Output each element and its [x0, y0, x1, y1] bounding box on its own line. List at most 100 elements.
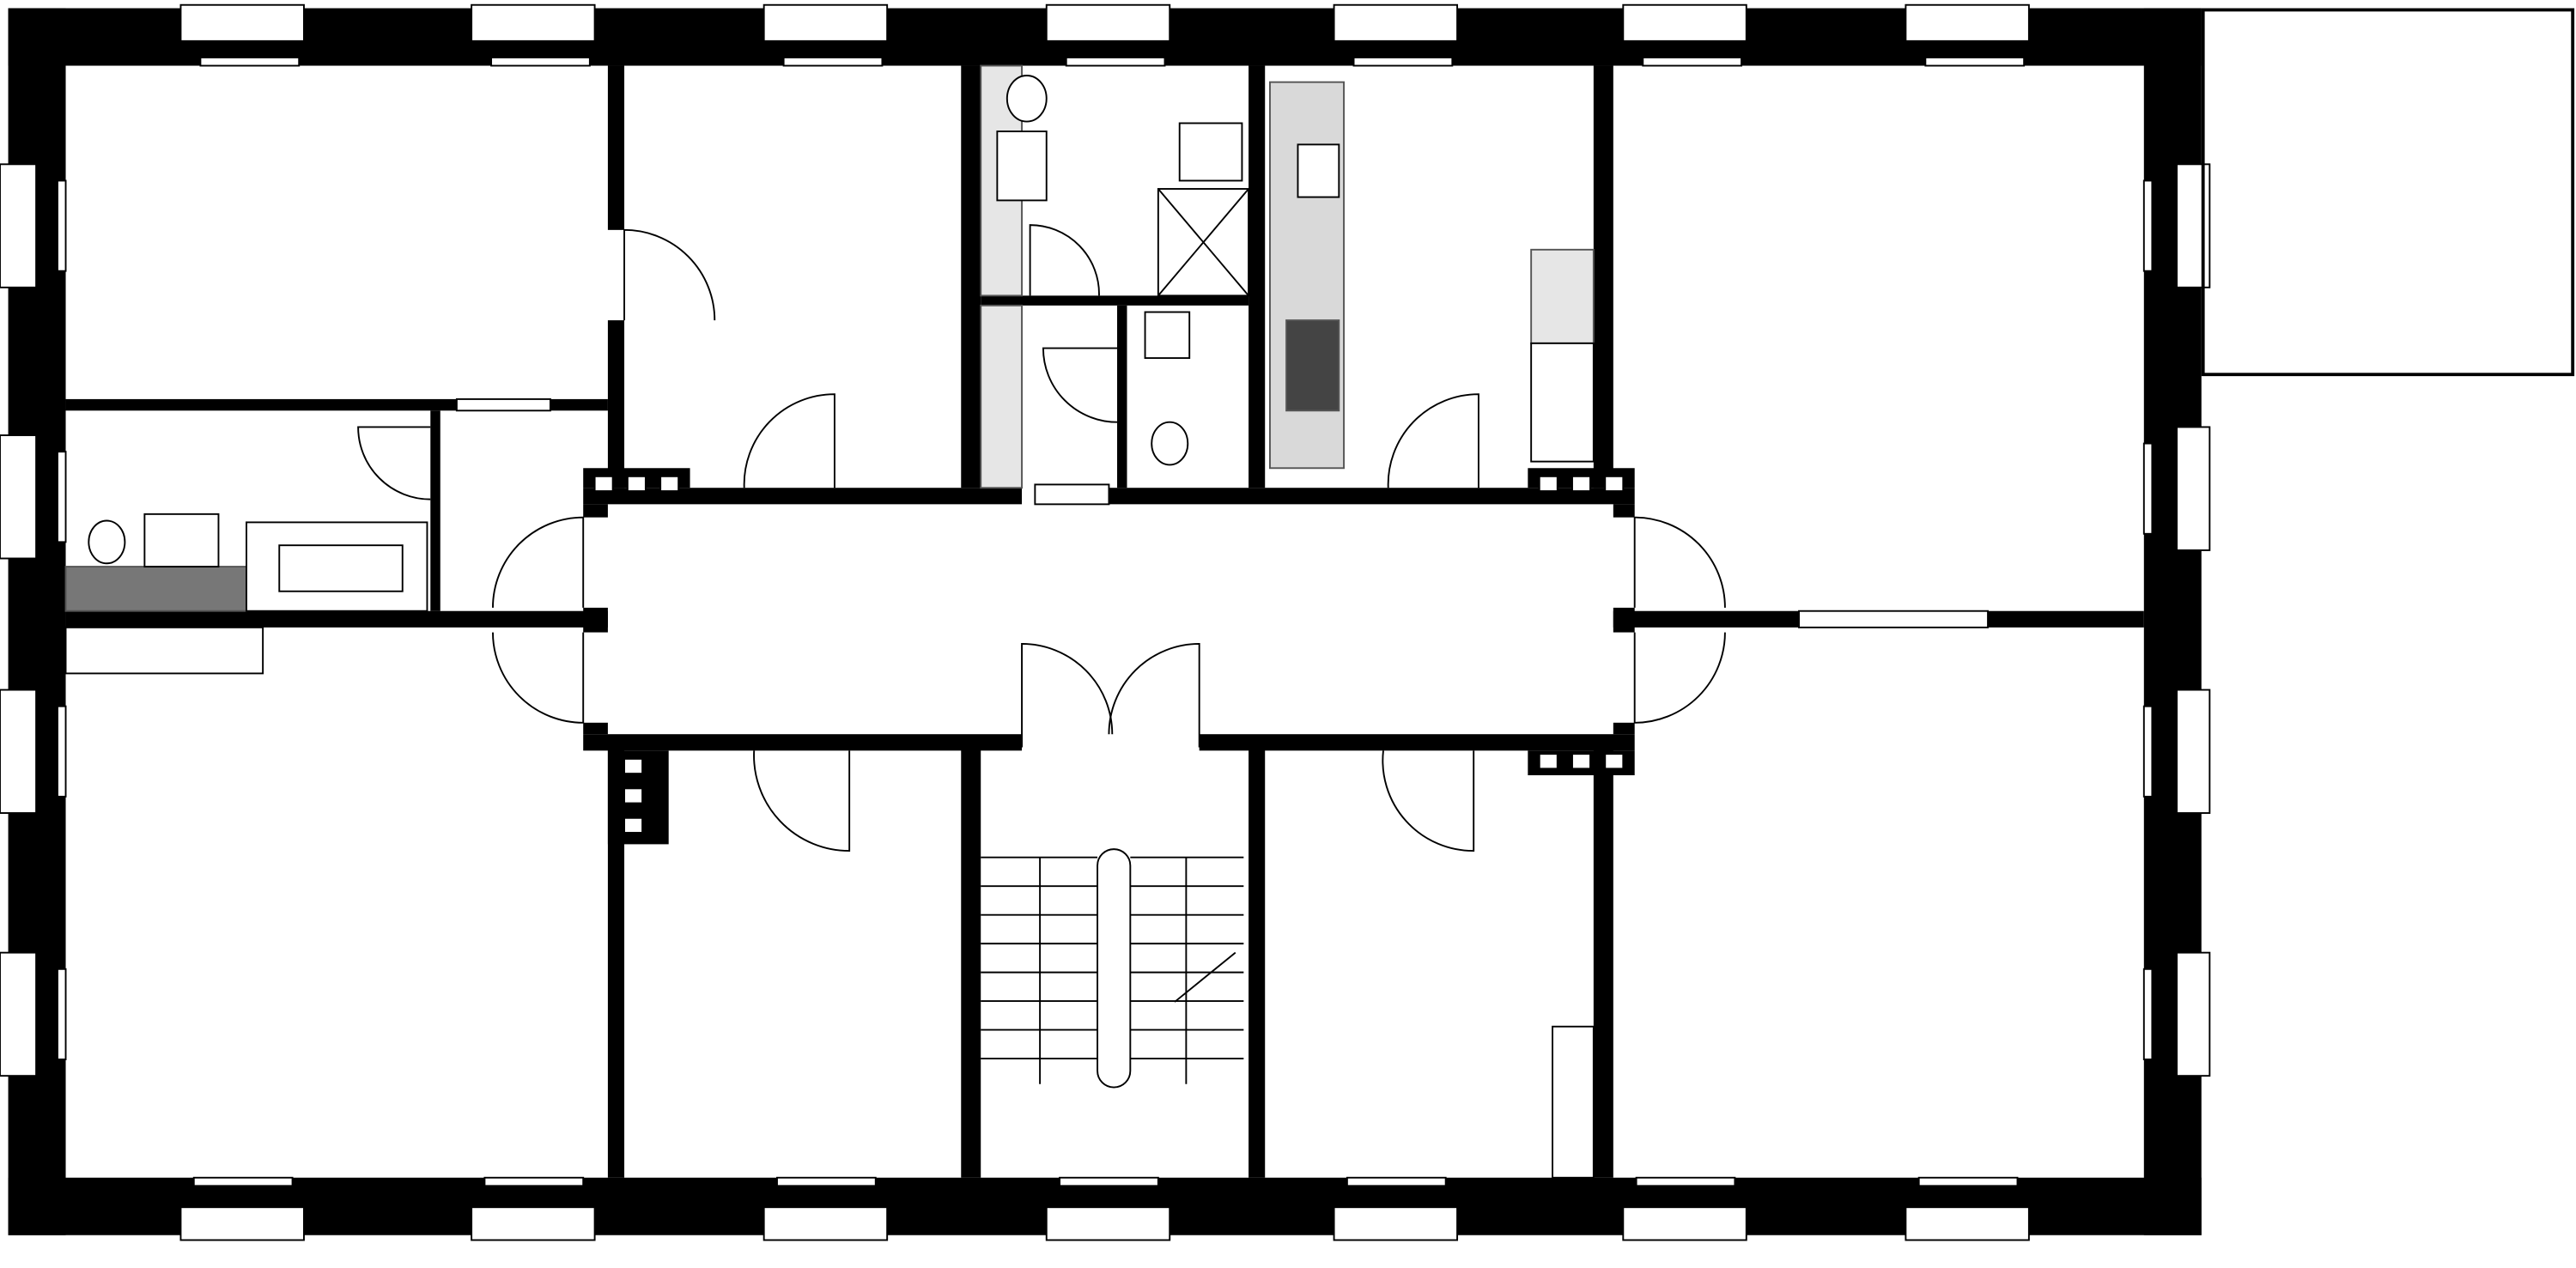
door-swing	[753, 750, 851, 852]
radiator-top	[199, 57, 301, 67]
window-bottom	[762, 1206, 889, 1241]
window-left	[0, 689, 38, 814]
shaft-opening	[623, 787, 644, 804]
interior-wall	[583, 504, 608, 518]
bath-washbasin	[143, 513, 220, 568]
window-left	[0, 951, 38, 1077]
cooktop	[1285, 319, 1340, 412]
doors	[357, 224, 1726, 852]
wc-toilet	[1151, 421, 1189, 466]
shaft-opening	[623, 757, 644, 775]
door-swing	[1387, 393, 1479, 488]
shaft-opening	[1604, 753, 1625, 770]
radiator-right	[2142, 179, 2154, 272]
radiator-right	[2142, 705, 2154, 798]
interior-wall	[65, 610, 608, 628]
radiator-right	[2142, 442, 2154, 535]
interior-wall	[1613, 504, 1635, 518]
window-top	[762, 3, 889, 42]
window-bottom	[1622, 1206, 1747, 1241]
radiator-bottom	[1917, 1176, 2019, 1187]
window-bottom	[1045, 1206, 1171, 1241]
window-top	[471, 3, 596, 42]
interior-wall	[583, 734, 1023, 751]
window-top	[179, 3, 305, 42]
interior-wall	[65, 398, 457, 411]
interior-wall	[961, 65, 981, 488]
interior-wall	[550, 398, 608, 411]
kitchen-sink	[1297, 143, 1340, 198]
window-bottom	[1905, 1206, 2030, 1241]
radiator-left	[57, 705, 67, 798]
interior-wall	[1613, 722, 1635, 735]
shaft-opening	[1538, 475, 1558, 493]
kitchen-cabinet	[1530, 342, 1595, 463]
fixtures	[64, 64, 1595, 1179]
shower-drain-lines	[1157, 188, 1249, 296]
interior-wall	[430, 410, 440, 611]
interior-wall	[607, 747, 625, 1178]
toilet	[1005, 75, 1048, 123]
window-top	[1045, 3, 1171, 42]
window-right	[2176, 689, 2211, 814]
doorway-threshold	[1034, 483, 1110, 506]
radiator-bottom	[483, 1176, 585, 1187]
radiator-bottom	[192, 1176, 294, 1187]
radiator-left	[57, 968, 67, 1060]
shaft-opening	[659, 475, 680, 493]
radiator-top	[1642, 57, 1743, 67]
sliding-door	[1798, 610, 1990, 628]
washbasin	[996, 130, 1048, 202]
shaft-opening	[626, 475, 647, 493]
door-swing	[1108, 643, 1200, 748]
door-swing	[743, 393, 835, 488]
interior-wall	[961, 747, 981, 1178]
interior-wall	[1109, 488, 1635, 505]
window-top	[1622, 3, 1747, 42]
window-right	[2176, 951, 2211, 1077]
interior-wall	[607, 320, 625, 488]
interior-wall	[1593, 65, 1613, 488]
door-swing	[1633, 516, 1726, 608]
interior-wall	[1613, 607, 1635, 633]
radiator-left	[57, 179, 67, 272]
radiator-top	[1065, 57, 1166, 67]
radiator-right	[2142, 968, 2154, 1060]
wc-washbasin	[1144, 311, 1191, 360]
sliding-door	[455, 397, 551, 412]
refrigerator	[1530, 248, 1595, 344]
interior-wall	[1593, 747, 1613, 1178]
shaft-opening	[1571, 753, 1591, 770]
bath-toilet	[88, 519, 126, 565]
door-swing	[1029, 224, 1100, 296]
interior-wall	[583, 607, 608, 633]
radiator-top	[490, 57, 591, 67]
stair-direction-arrow	[1174, 951, 1236, 1003]
bathtub-inner	[278, 544, 404, 592]
wc-counter	[980, 304, 1024, 489]
staircase	[981, 848, 1244, 1089]
interior-wall	[1249, 65, 1266, 488]
door-swing	[492, 632, 585, 724]
window-bottom	[179, 1206, 305, 1241]
window-top	[1333, 3, 1459, 42]
balcony	[2201, 8, 2575, 377]
washing-machine	[1178, 122, 1243, 182]
window-bottom	[471, 1206, 596, 1241]
radiator-top	[1352, 57, 1454, 67]
shaft-opening	[593, 475, 614, 493]
radiator-top	[782, 57, 884, 67]
closet	[1552, 1025, 1595, 1179]
stair-handrail	[1097, 848, 1132, 1089]
windows	[0, 3, 2211, 1241]
interior-wall	[1988, 610, 2144, 628]
radiator-bottom	[1635, 1176, 1736, 1187]
interior-wall	[981, 295, 1249, 306]
shaft-opening	[1604, 475, 1625, 493]
closet	[64, 626, 264, 675]
interior-wall	[607, 65, 625, 230]
shaft-opening	[623, 816, 644, 834]
radiator-top	[1924, 57, 2026, 67]
radiator-bottom	[1346, 1176, 1447, 1187]
